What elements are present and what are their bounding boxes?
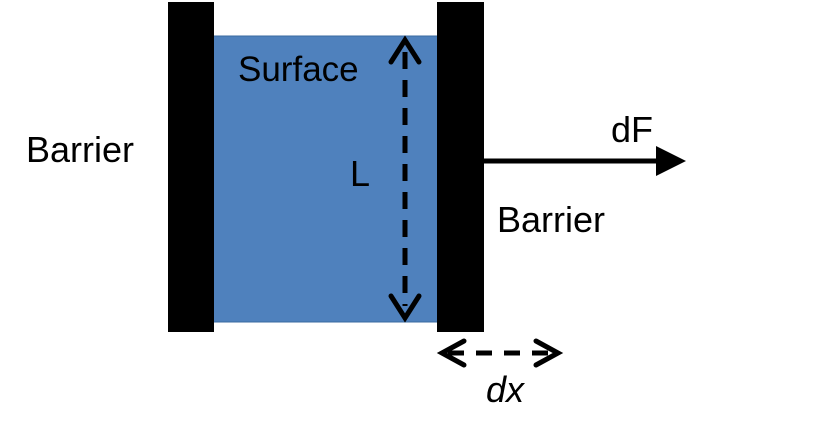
right-barrier-label: Barrier (497, 199, 606, 240)
force-label: dF (611, 109, 654, 150)
displacement-label: dx (486, 369, 525, 410)
surface-film (211, 35, 441, 323)
left-barrier-label: Barrier (26, 129, 135, 170)
length-arrow (388, 35, 422, 323)
left-barrier (168, 2, 214, 332)
right-barrier (437, 2, 484, 332)
length-label: L (350, 153, 371, 194)
surface-label: Surface (238, 50, 359, 89)
displacement-arrow (436, 338, 564, 368)
force-arrow (484, 146, 686, 176)
